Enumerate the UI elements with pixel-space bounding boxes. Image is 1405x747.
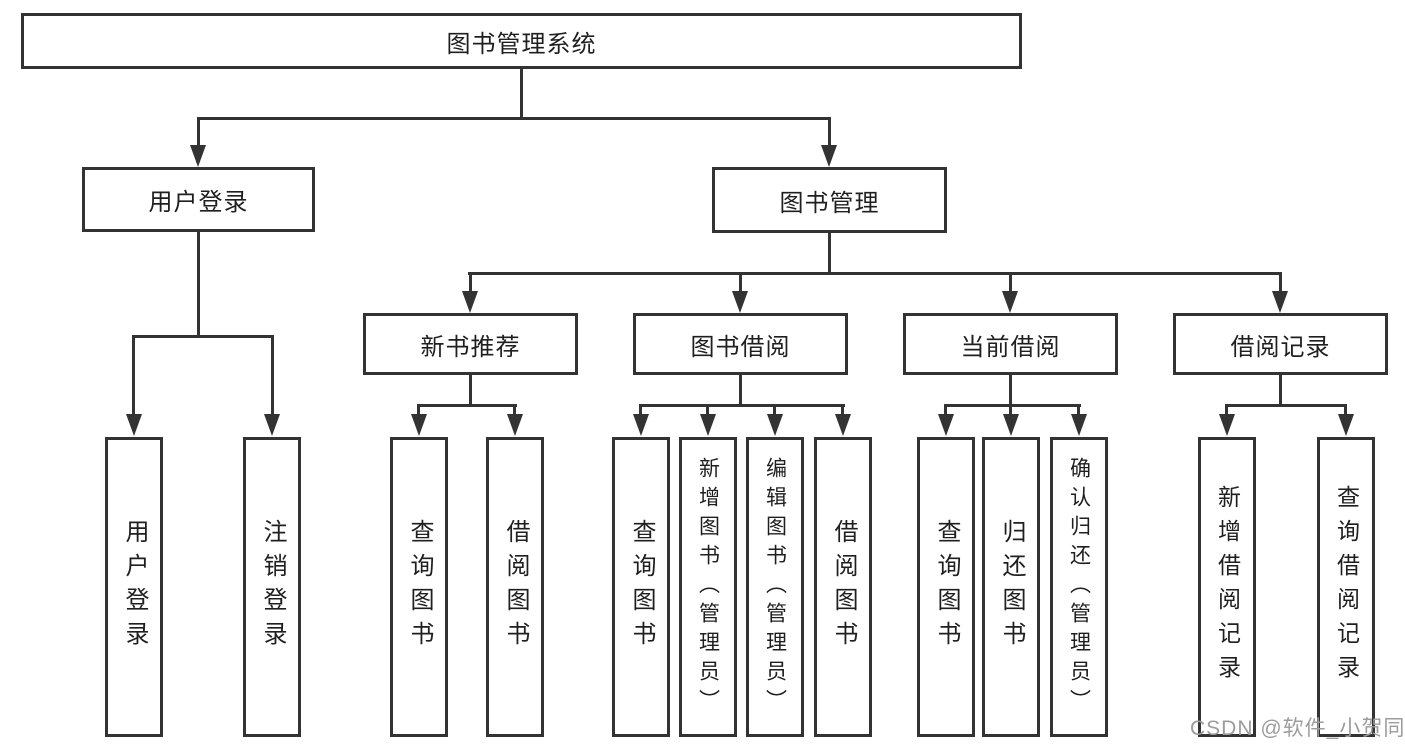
connector-stem (739, 375, 742, 407)
node-label: 确认归还（管理员） (1067, 456, 1091, 718)
connector-drop (1225, 404, 1228, 416)
connector-drop (944, 404, 947, 416)
connector-drop (841, 404, 844, 416)
arrow-down-icon (1002, 291, 1018, 313)
arrow-down-icon (821, 145, 837, 167)
arrow-down-icon (732, 291, 748, 313)
connector-drop (271, 335, 274, 415)
node-label: 查询图书 (628, 519, 655, 655)
leaf-edit-books-admin: 编辑图书（管理员） (746, 437, 804, 737)
leaf-user-login: 用户登录 (105, 437, 163, 737)
node-label: 用户登录 (148, 189, 249, 216)
node-label: 归还图书 (998, 519, 1025, 655)
node-borrowing-records: 借阅记录 (1173, 313, 1388, 375)
arrow-down-icon (507, 414, 523, 436)
node-book-borrowing: 图书借阅 (633, 313, 848, 375)
arrow-down-icon (633, 414, 649, 436)
connector-drop (1077, 404, 1080, 416)
connector-rail (639, 404, 845, 407)
node-book-management: 图书管理 (712, 167, 947, 233)
arrow-down-icon (1219, 414, 1235, 436)
leaf-add-borrow-record: 新增借阅记录 (1198, 437, 1256, 737)
leaf-borrow-books-recommend: 借阅图书 (486, 437, 544, 737)
connector-drop (513, 404, 516, 416)
connector-stem (1009, 375, 1012, 407)
arrow-down-icon (190, 145, 206, 167)
connector-drop (706, 404, 709, 416)
node-label: 借阅图书 (502, 519, 529, 655)
node-current-borrowing: 当前借阅 (903, 313, 1118, 375)
leaf-query-books-borrowing: 查询图书 (612, 437, 670, 737)
connector-book-mgmt-rail (468, 272, 1281, 275)
arrow-down-icon (1272, 291, 1288, 313)
arrow-down-icon (126, 414, 142, 436)
connector-drop (197, 117, 200, 145)
leaf-borrow-books-borrowing: 借阅图书 (814, 437, 872, 737)
node-label: 用户登录 (121, 519, 148, 655)
leaf-add-books-admin: 新增图书（管理员） (679, 437, 737, 737)
node-label: 图书管理系统 (446, 30, 597, 58)
leaf-logout: 注销登录 (243, 437, 301, 737)
node-label: 借阅记录 (1230, 333, 1331, 361)
arrow-down-icon (700, 414, 716, 436)
arrow-down-icon (411, 414, 427, 436)
connector-root-stem (520, 69, 523, 119)
connector-drop (1009, 272, 1012, 292)
connector-drop (132, 335, 135, 415)
leaf-query-borrow-record: 查询借阅记录 (1317, 437, 1375, 737)
connector-book-mgmt-stem (828, 233, 831, 275)
connector-drop (773, 404, 776, 416)
arrow-down-icon (264, 414, 280, 436)
connector-stem (469, 375, 472, 407)
node-label: 图书借阅 (690, 333, 791, 361)
node-label: 查询借阅记录 (1333, 485, 1360, 689)
arrow-down-icon (1003, 414, 1019, 436)
node-label: 当前借阅 (960, 333, 1061, 361)
connector-rail (417, 404, 517, 407)
arrow-down-icon (462, 291, 478, 313)
node-label: 查询图书 (406, 519, 433, 655)
connector-stem (1279, 375, 1282, 407)
connector-drop (469, 272, 472, 292)
node-label: 编辑图书（管理员） (763, 456, 787, 718)
arrow-down-icon (835, 414, 851, 436)
arrow-down-icon (1071, 414, 1087, 436)
connector-user-login-rail (132, 335, 274, 338)
connector-rail (1225, 404, 1347, 407)
leaf-query-books-recommend: 查询图书 (390, 437, 448, 737)
node-label: 借阅图书 (830, 519, 857, 655)
node-label: 新书推荐 (420, 333, 521, 361)
connector-drop (1279, 272, 1282, 292)
arrow-down-icon (1338, 414, 1354, 436)
connector-drop (739, 272, 742, 292)
connector-user-login-stem (197, 232, 200, 338)
leaf-return-books: 归还图书 (982, 437, 1040, 737)
node-new-book-recommend: 新书推荐 (363, 313, 578, 375)
leaf-confirm-return-admin: 确认归还（管理员） (1050, 437, 1108, 737)
connector-drop (1009, 404, 1012, 416)
connector-root-rail (197, 117, 831, 120)
connector-rail (944, 404, 1081, 407)
node-user-login: 用户登录 (82, 167, 315, 232)
connector-drop (828, 117, 831, 145)
node-label: 新增借阅记录 (1214, 485, 1241, 689)
node-label: 新增图书（管理员） (696, 456, 720, 718)
arrow-down-icon (938, 414, 954, 436)
node-label: 注销登录 (259, 519, 286, 655)
node-library-management-system: 图书管理系统 (21, 13, 1022, 69)
connector-drop (417, 404, 420, 416)
leaf-query-books-current: 查询图书 (917, 437, 975, 737)
node-label: 图书管理 (779, 189, 880, 217)
connector-drop (639, 404, 642, 416)
arrow-down-icon (767, 414, 783, 436)
node-label: 查询图书 (933, 519, 960, 655)
connector-drop (1344, 404, 1347, 416)
csdn-watermark: CSDN @软件_小贺同学 (1190, 717, 1405, 740)
